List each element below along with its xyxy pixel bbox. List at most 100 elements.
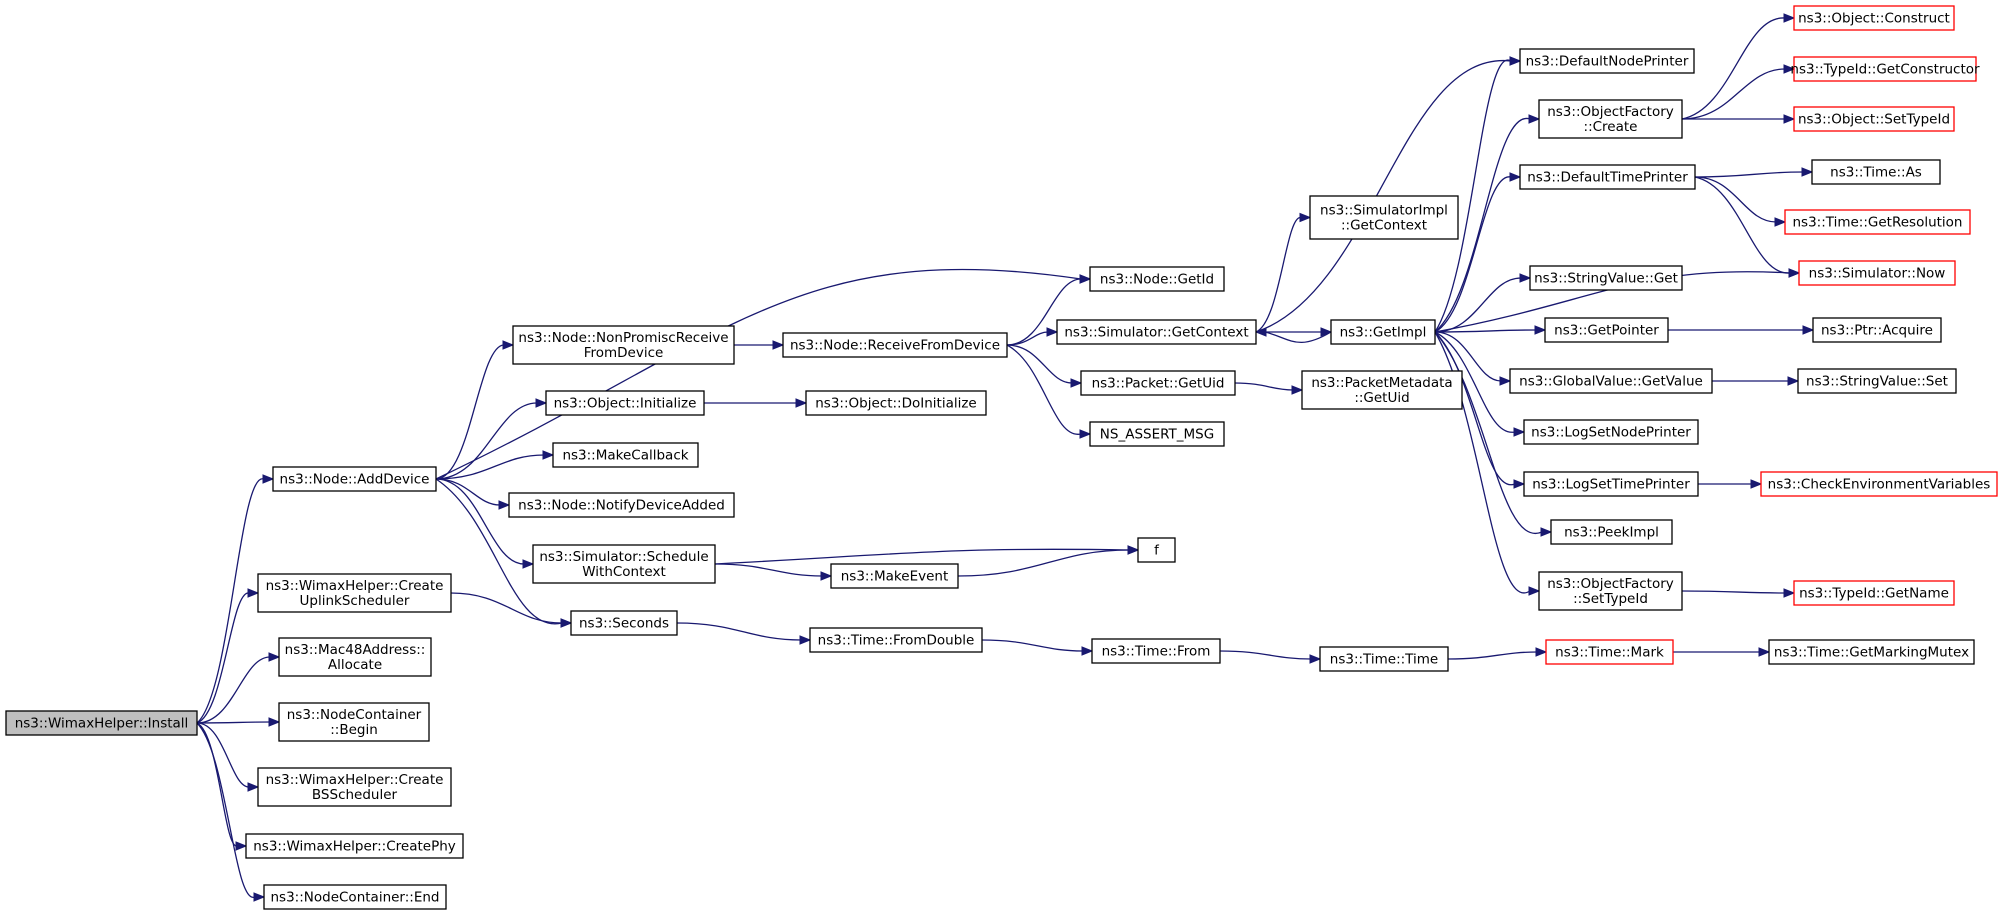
edge-ofsettypeid-to-typeidgetname bbox=[1681, 590, 1786, 594]
node-makecallback[interactable]: ns3::MakeCallback bbox=[552, 442, 699, 468]
node-notifydevice[interactable]: ns3::Node::NotifyDeviceAdded bbox=[508, 492, 735, 518]
node-ncbegin[interactable]: ns3::NodeContainer::Begin bbox=[278, 702, 430, 742]
node-ofcreate[interactable]: ns3::ObjectFactory::Create bbox=[1538, 99, 1683, 139]
node-label: ns3::Time::Mark bbox=[1555, 645, 1664, 661]
arrowhead-icon bbox=[268, 717, 281, 727]
node-timefrom[interactable]: ns3::Time::From bbox=[1091, 638, 1221, 664]
node-label: ns3::NodeContainer bbox=[287, 707, 422, 723]
edge-seconds-to-fromdouble bbox=[676, 622, 802, 641]
node-typeidgetctor[interactable]: ns3::TypeId::GetConstructor bbox=[1790, 56, 1980, 82]
node-label: NS_ASSERT_MSG bbox=[1100, 427, 1214, 443]
node-getimpl[interactable]: ns3::GetImpl bbox=[1330, 319, 1436, 345]
node-stringvalueget[interactable]: ns3::StringValue::Get bbox=[1529, 265, 1683, 291]
node-box bbox=[1793, 5, 1955, 31]
node-f[interactable]: f bbox=[1137, 537, 1176, 563]
node-timegetres[interactable]: ns3::Time::GetResolution bbox=[1784, 209, 1971, 235]
node-globalvalueget[interactable]: ns3::GlobalValue::GetValue bbox=[1509, 368, 1713, 394]
node-simnow[interactable]: ns3::Simulator::Now bbox=[1798, 260, 1956, 286]
arrowhead-icon bbox=[1081, 646, 1094, 656]
arrowhead-icon bbox=[1801, 167, 1814, 177]
node-getmarkingmutex[interactable]: ns3::Time::GetMarkingMutex bbox=[1768, 639, 1975, 665]
edge-receivefromdevice-to-packetgetuid bbox=[1006, 344, 1073, 384]
node-box bbox=[512, 325, 735, 365]
node-fromdouble[interactable]: ns3::Time::FromDouble bbox=[809, 627, 983, 653]
node-box bbox=[782, 332, 1008, 358]
node-logsettimeprinter[interactable]: ns3::LogSetTimePrinter bbox=[1523, 471, 1699, 497]
node-box bbox=[1793, 580, 1955, 606]
node-typeidgetname[interactable]: ns3::TypeId::GetName bbox=[1793, 580, 1955, 606]
node-mac48[interactable]: ns3::Mac48Address::Allocate bbox=[278, 637, 432, 677]
node-timetime[interactable]: ns3::Time::Time bbox=[1319, 646, 1449, 672]
node-nodegetid[interactable]: ns3::Node::GetId bbox=[1089, 266, 1225, 292]
arrowhead-icon bbox=[1309, 654, 1322, 664]
edge-adddevice-to-makecallback bbox=[435, 454, 545, 480]
node-objconstruct[interactable]: ns3::Object::Construct bbox=[1793, 5, 1955, 31]
arrowhead-icon bbox=[502, 340, 515, 350]
node-box bbox=[1330, 319, 1436, 345]
node-ncend[interactable]: ns3::NodeContainer::End bbox=[263, 884, 447, 910]
node-adddevice[interactable]: ns3::Node::AddDevice bbox=[272, 466, 437, 492]
node-checkenv[interactable]: ns3::CheckEnvironmentVariables bbox=[1760, 471, 1998, 497]
node-label: ns3::WimaxHelper::Install bbox=[15, 716, 189, 732]
node-createphy[interactable]: ns3::WimaxHelper::CreatePhy bbox=[245, 833, 464, 859]
node-timemark[interactable]: ns3::Time::Mark bbox=[1545, 639, 1674, 665]
node-doinit[interactable]: ns3::Object::DoInitialize bbox=[805, 390, 987, 416]
node-box bbox=[1544, 317, 1669, 343]
node-objsettypeid[interactable]: ns3::Object::SetTypeId bbox=[1793, 106, 1955, 132]
node-box bbox=[245, 833, 464, 859]
edge-getimpl-to-defaulttimeprinter bbox=[1434, 176, 1512, 333]
node-install[interactable]: ns3::WimaxHelper::Install bbox=[5, 710, 198, 736]
arrowhead-icon bbox=[795, 398, 808, 408]
arrowhead-icon bbox=[542, 450, 555, 460]
node-box bbox=[1768, 639, 1975, 665]
arrowhead-icon bbox=[1320, 327, 1333, 337]
node-box bbox=[1519, 164, 1696, 190]
node-box bbox=[1080, 370, 1236, 396]
arrowhead-icon bbox=[1509, 56, 1522, 66]
arrowhead-icon bbox=[1528, 114, 1541, 124]
node-box bbox=[1784, 209, 1971, 235]
node-box bbox=[1089, 266, 1225, 292]
node-label: BSScheduler bbox=[312, 787, 398, 803]
edge-timefrom-to-timetime bbox=[1219, 650, 1312, 660]
node-simgetcontext[interactable]: ns3::Simulator::GetContext bbox=[1056, 319, 1257, 345]
node-label: ns3::Time::GetResolution bbox=[1792, 215, 1962, 231]
node-receivefromdevice[interactable]: ns3::Node::ReceiveFromDevice bbox=[782, 332, 1008, 358]
node-defaultnodeprinter[interactable]: ns3::DefaultNodePrinter bbox=[1519, 48, 1695, 74]
node-label: ns3::GetImpl bbox=[1340, 325, 1427, 341]
node-peekimpl[interactable]: ns3::PeekImpl bbox=[1550, 519, 1673, 545]
node-ptracquire[interactable]: ns3::Ptr::Acquire bbox=[1812, 317, 1942, 343]
node-makeevent[interactable]: ns3::MakeEvent bbox=[830, 563, 959, 589]
arrowhead-icon bbox=[268, 652, 281, 662]
node-getpointer[interactable]: ns3::GetPointer bbox=[1544, 317, 1669, 343]
node-logsetnodeprinter[interactable]: ns3::LogSetNodePrinter bbox=[1523, 419, 1699, 445]
node-box bbox=[278, 702, 430, 742]
node-label: Allocate bbox=[328, 657, 382, 673]
node-packetgetuid[interactable]: ns3::Packet::GetUid bbox=[1080, 370, 1236, 396]
edge-getimpl-to-logsetnodeprinter bbox=[1434, 331, 1516, 433]
node-objinit[interactable]: ns3::Object::Initialize bbox=[545, 390, 705, 416]
arrowhead-icon bbox=[498, 500, 511, 510]
arrowhead-icon bbox=[772, 340, 785, 350]
node-pmgetuid[interactable]: ns3::PacketMetadata::GetUid bbox=[1301, 370, 1463, 410]
arrowhead-icon bbox=[522, 559, 535, 569]
node-timeas[interactable]: ns3::Time::As bbox=[1811, 159, 1941, 185]
arrowhead-icon bbox=[820, 571, 833, 581]
arrowhead-icon bbox=[1540, 527, 1553, 537]
arrowhead-icon bbox=[1254, 327, 1267, 337]
edge-receivefromdevice-to-simgetcontext bbox=[1006, 331, 1049, 346]
node-simimplgetctx[interactable]: ns3::SimulatorImpl::GetContext bbox=[1309, 195, 1459, 240]
node-seconds[interactable]: ns3::Seconds bbox=[570, 610, 678, 636]
node-stringvalueset[interactable]: ns3::StringValue::Set bbox=[1797, 368, 1957, 394]
node-nsassert[interactable]: NS_ASSERT_MSG bbox=[1089, 421, 1225, 447]
arrowhead-icon bbox=[1774, 217, 1787, 227]
node-label: ns3::Object::SetTypeId bbox=[1798, 112, 1950, 128]
node-ofsettypeid[interactable]: ns3::ObjectFactory::SetTypeId bbox=[1538, 571, 1683, 611]
edge-ofcreate-to-typeidgetctor bbox=[1681, 68, 1786, 120]
node-label: ::SetTypeId bbox=[1573, 591, 1648, 607]
node-defaulttimeprinter[interactable]: ns3::DefaultTimePrinter bbox=[1519, 164, 1696, 190]
